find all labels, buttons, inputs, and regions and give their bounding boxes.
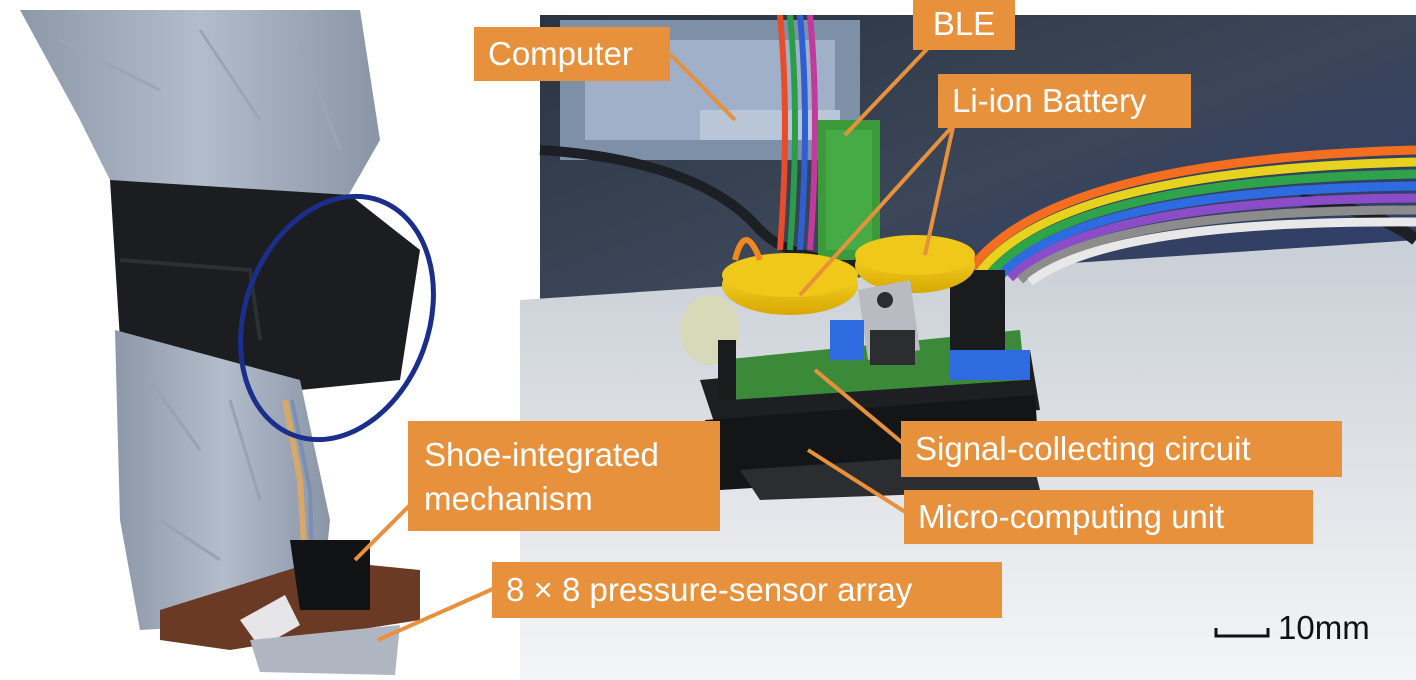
scale-bar-label: 10mm xyxy=(1278,609,1370,646)
label-signal-collecting-circuit: Signal-collecting circuit xyxy=(901,421,1342,477)
leader-lines xyxy=(353,44,962,642)
label-ble: BLE xyxy=(913,0,1015,50)
label-shoe-integrated-mechanism: Shoe-integrated mechanism xyxy=(408,421,720,531)
label-computer: Computer xyxy=(474,27,670,81)
label-li-ion-battery: Li-ion Battery xyxy=(938,74,1191,128)
left-photo-leg xyxy=(0,0,470,680)
label-pressure-sensor-array: 8 × 8 pressure-sensor array xyxy=(492,562,1002,618)
scale-bar xyxy=(1214,628,1270,638)
highlight-ellipse xyxy=(238,193,436,443)
label-micro-computing-unit: Micro-computing unit xyxy=(904,490,1313,544)
